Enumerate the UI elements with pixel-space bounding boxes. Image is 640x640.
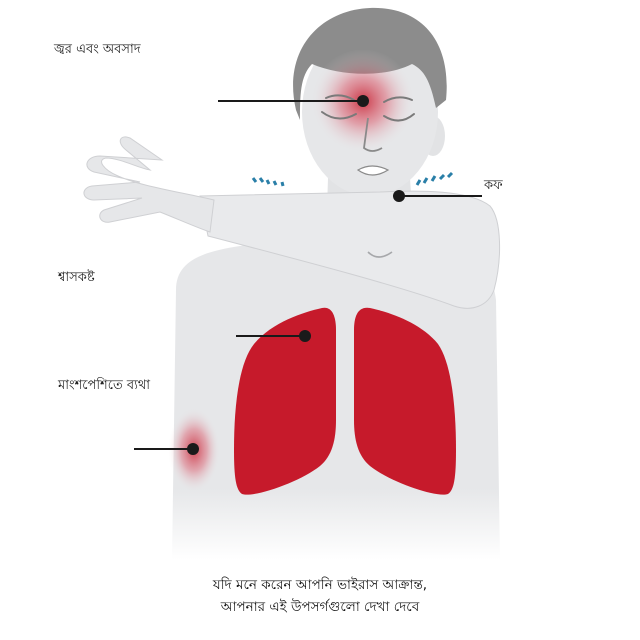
arm (83, 136, 501, 309)
lung-left (234, 307, 336, 495)
caption: যদি মনে করেন আপনি ভাইরাস আক্রান্ত, আপনার… (170, 574, 470, 618)
breath-pointer (236, 330, 311, 342)
cough-label: কফ (484, 178, 503, 193)
fever-label: জ্বর এবং অবসাদ (54, 42, 141, 57)
lung-right (354, 307, 456, 495)
muscle-pain-label: মাংশপেশিতে ব্যথা (58, 378, 151, 393)
breathlessness-label: শ্বাসকষ্ট (58, 270, 95, 285)
cough-droplets (251, 171, 454, 187)
fever-pointer (218, 95, 369, 107)
cough-pointer (393, 190, 482, 202)
caption-line-2: আপনার এই উপসর্গগুলো দেখা দেবে (220, 599, 420, 615)
caption-line-1: যদি মনে করেন আপনি ভাইরাস আক্রান্ত, (212, 577, 428, 593)
muscle-pointer (134, 443, 199, 455)
head (293, 7, 447, 196)
